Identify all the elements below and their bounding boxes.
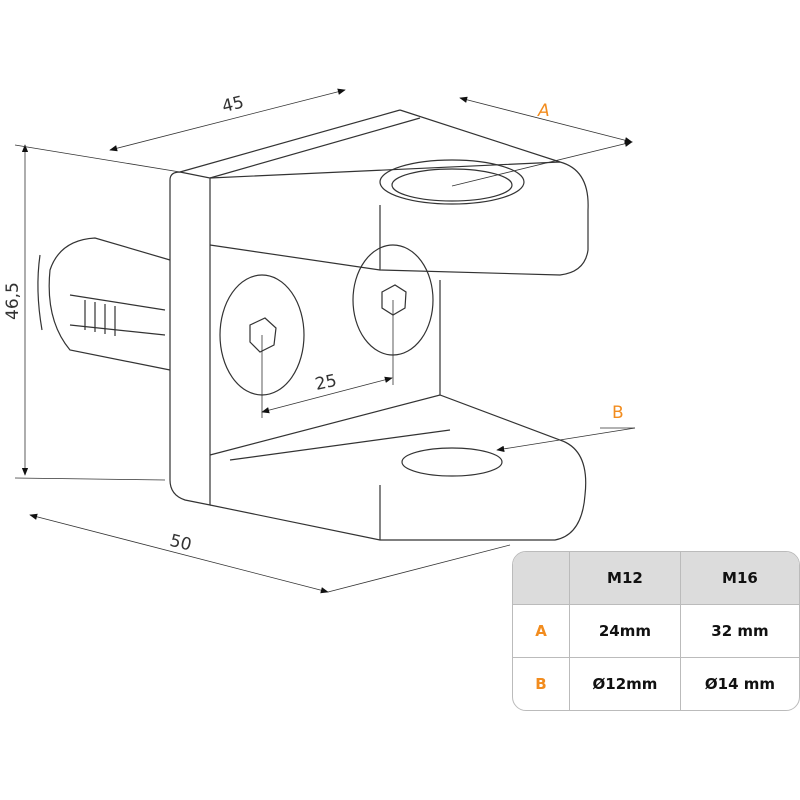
- table-header-row: M12 M16: [513, 552, 799, 605]
- cell-m16: Ø14 mm: [679, 657, 799, 710]
- label-b: B: [612, 403, 624, 423]
- bracket-outline: [37, 109, 589, 541]
- spec-table: M12 M16 A 24mm 32 mm B Ø12mm Ø14 mm: [512, 551, 800, 711]
- table-row: A 24mm 32 mm: [513, 603, 799, 659]
- table-row: B Ø12mm Ø14 mm: [513, 657, 799, 710]
- header-cell-empty: [513, 552, 570, 605]
- dim-height-label: 46,5: [3, 282, 23, 320]
- dim-spacing-label: 25: [313, 371, 338, 395]
- cell-m16: 32 mm: [679, 603, 799, 659]
- dimension-lines: [14, 88, 636, 594]
- row-label: A: [513, 603, 570, 659]
- dim-width-label: 45: [220, 92, 246, 117]
- cell-m12: 24mm: [569, 603, 681, 659]
- header-m12: M12: [569, 552, 681, 605]
- header-m16: M16: [679, 552, 799, 605]
- label-a: A: [537, 101, 550, 121]
- cell-m12: Ø12mm: [569, 657, 681, 710]
- row-label: B: [513, 657, 570, 710]
